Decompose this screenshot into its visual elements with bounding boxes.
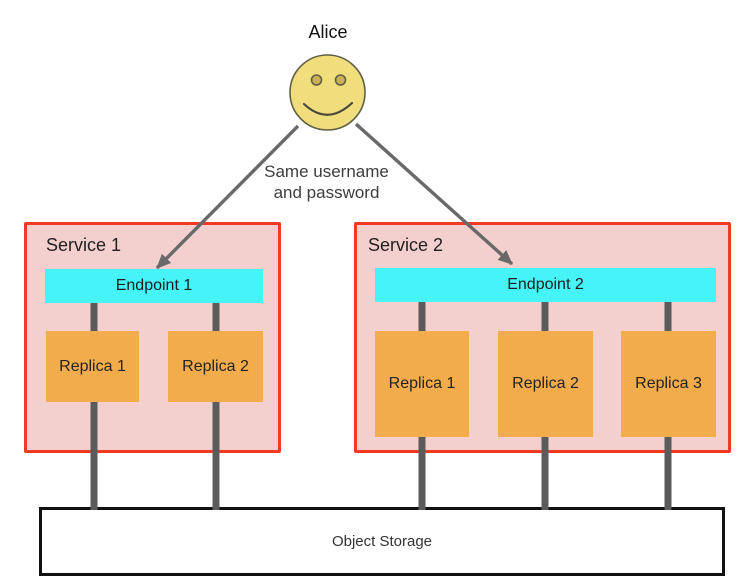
service-2-replica-2-box: Replica 2 — [498, 331, 593, 437]
object-storage-label: Object Storage — [331, 533, 433, 550]
credentials-annotation: Same username and password — [226, 161, 427, 203]
service-1-label: Service 1 — [46, 235, 122, 255]
smiley-face-icon — [289, 54, 366, 131]
face-eye-left — [310, 74, 323, 86]
replica-label: Replica 2 — [182, 357, 249, 375]
replica-label: Replica 1 — [388, 375, 456, 392]
annotation-line-2: and password — [273, 183, 380, 202]
endpoint-1-bar: Endpoint 1 — [45, 269, 263, 303]
service-2-label: Service 2 — [368, 235, 444, 255]
endpoint-2-label: Endpoint 2 — [507, 276, 584, 293]
replica-label: Replica 3 — [635, 375, 702, 392]
face-smile — [302, 101, 354, 116]
service-2-replica-1-box: Replica 1 — [375, 331, 469, 437]
alice-label: Alice — [308, 22, 348, 42]
object-storage-box: Object Storage — [39, 507, 725, 576]
replica-label: Replica 2 — [512, 375, 579, 392]
face-circle — [289, 54, 366, 131]
replica-label: Replica 1 — [59, 357, 126, 375]
service-2-replica-3-box: Replica 3 — [621, 331, 716, 437]
service-1-replica-1-box: Replica 1 — [46, 331, 139, 402]
endpoint-1-label: Endpoint 1 — [115, 277, 193, 294]
endpoint-2-bar: Endpoint 2 — [375, 268, 716, 302]
service-1-replica-2-box: Replica 2 — [168, 331, 263, 402]
face-eye-right — [334, 74, 347, 86]
annotation-line-1: Same username — [264, 162, 389, 181]
